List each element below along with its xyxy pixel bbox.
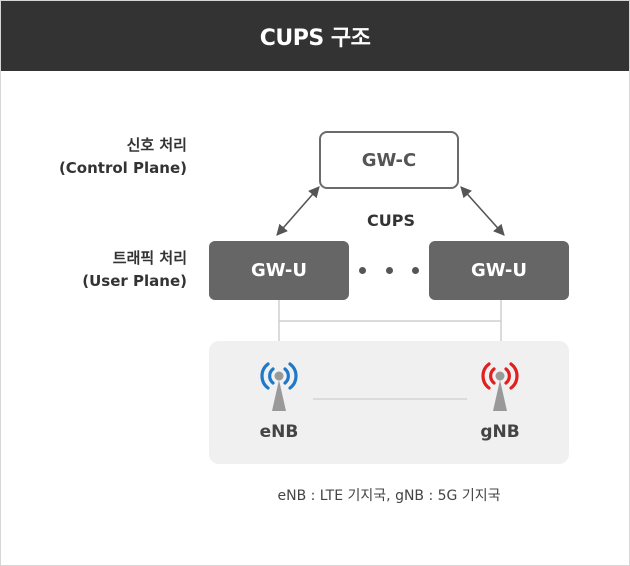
ran-panel	[209, 341, 569, 464]
arrow-gwc-to-right-gwu	[460, 186, 505, 236]
dot	[412, 267, 419, 274]
title-bar: CUPS 구조	[1, 1, 629, 71]
page-title: CUPS 구조	[259, 26, 371, 51]
ellipsis-dots	[359, 267, 419, 274]
control-plane-label: 신호 처리 (Control Plane)	[59, 134, 187, 180]
cups-label: CUPS	[367, 211, 415, 230]
gw-u-left-label: GW-U	[251, 260, 307, 281]
user-plane-sub: (User Plane)	[82, 272, 187, 290]
user-plane-name: 트래픽 처리	[112, 249, 187, 267]
user-plane-label: 트래픽 처리 (User Plane)	[82, 247, 187, 293]
arrow-gwc-to-left-gwu	[276, 186, 320, 236]
link-gwu-to-ran	[278, 300, 502, 322]
gnb-antenna-icon	[481, 362, 519, 411]
control-plane-sub: (Control Plane)	[58, 159, 187, 177]
gw-u-left-box: GW-U	[209, 241, 349, 300]
enb-label: eNB	[259, 422, 299, 442]
control-plane-name: 신호 처리	[126, 136, 187, 154]
gnb-label: gNB	[480, 422, 520, 442]
dot	[385, 267, 393, 274]
gw-u-right-box: GW-U	[429, 241, 569, 300]
gw-c-box: GW-C	[319, 131, 459, 189]
dot	[359, 267, 366, 274]
gw-c-label: GW-C	[361, 149, 417, 171]
footnote: eNB : LTE 기지국, gNB : 5G 기지국	[277, 488, 501, 504]
gw-u-right-label: GW-U	[471, 260, 527, 281]
enb-antenna-icon	[260, 362, 298, 411]
